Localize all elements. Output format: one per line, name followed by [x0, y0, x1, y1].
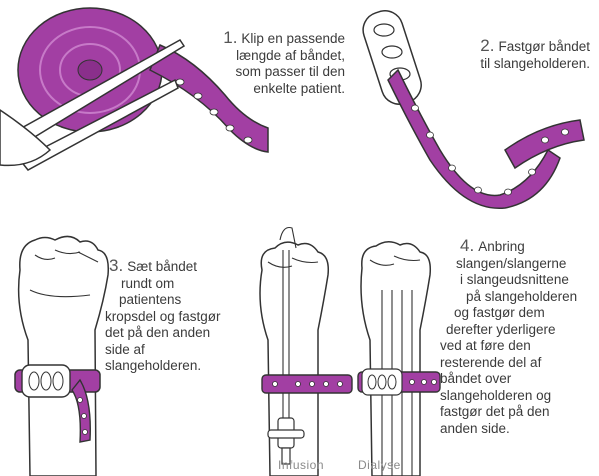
- step-2-line: Fastgør båndet: [498, 39, 590, 54]
- step-3-text: 3. Sæt båndet rundt om patientens kropsde…: [105, 258, 255, 375]
- hand-with-strap-icon: [15, 236, 108, 476]
- step-1-text: 1. Klip en passende længde af båndet, som…: [205, 30, 345, 97]
- step-4-line: ved at føre den: [440, 338, 598, 355]
- step-4-line: slangen/slangerne: [440, 256, 598, 273]
- dialysis-hand-icon: [358, 242, 440, 476]
- step-1-line: enkelte patient.: [205, 81, 345, 98]
- step-3-line: rundt om: [105, 276, 255, 293]
- step-4-line: båndet over: [440, 371, 598, 388]
- step-4-line: derefter yderligere: [440, 322, 598, 339]
- step-4-line: slangeholderen og: [440, 388, 598, 405]
- step-1-line: som passer til den: [205, 64, 345, 81]
- step-3-line: side af: [105, 342, 255, 359]
- step-4-text: 4. Anbring slangen/slangerne i slangeudsn…: [440, 238, 598, 437]
- step-3-line: slangeholderen.: [105, 358, 255, 375]
- step-1-number: 1.: [223, 28, 237, 47]
- step-4-line: resterende del af: [440, 355, 598, 372]
- step-3-line: kropsdel og fastgør: [105, 309, 255, 326]
- step-4-line: Anbring: [478, 239, 525, 254]
- step-2-text: 2. Fastgør båndet til slangeholderen.: [460, 38, 590, 72]
- step-1-line: længde af båndet,: [205, 48, 345, 65]
- step-4-line: og fastgør dem: [440, 305, 598, 322]
- step-3-line: det på den anden: [105, 325, 255, 342]
- step-2-line: til slangeholderen.: [460, 56, 590, 73]
- holder-with-strap-icon: [358, 6, 584, 208]
- step-3-line: patientens: [105, 292, 255, 309]
- step-4-line: anden side.: [440, 421, 598, 438]
- step-3-number: 3.: [109, 256, 123, 275]
- step-4-number: 4.: [460, 236, 474, 255]
- dialysis-caption: Dialyse: [358, 458, 401, 472]
- step-4-line: i slangeudsnittene: [440, 272, 598, 289]
- step-1-line: Klip en passende: [241, 31, 345, 46]
- step-3-line: Sæt båndet: [127, 259, 197, 274]
- step-4-line: fastgør det på den: [440, 404, 598, 421]
- infusion-hand-icon: [260, 228, 352, 476]
- infusion-caption: Infusion: [278, 458, 324, 472]
- step-2-number: 2.: [480, 36, 494, 55]
- step-4-line: på slangeholderen: [440, 289, 598, 306]
